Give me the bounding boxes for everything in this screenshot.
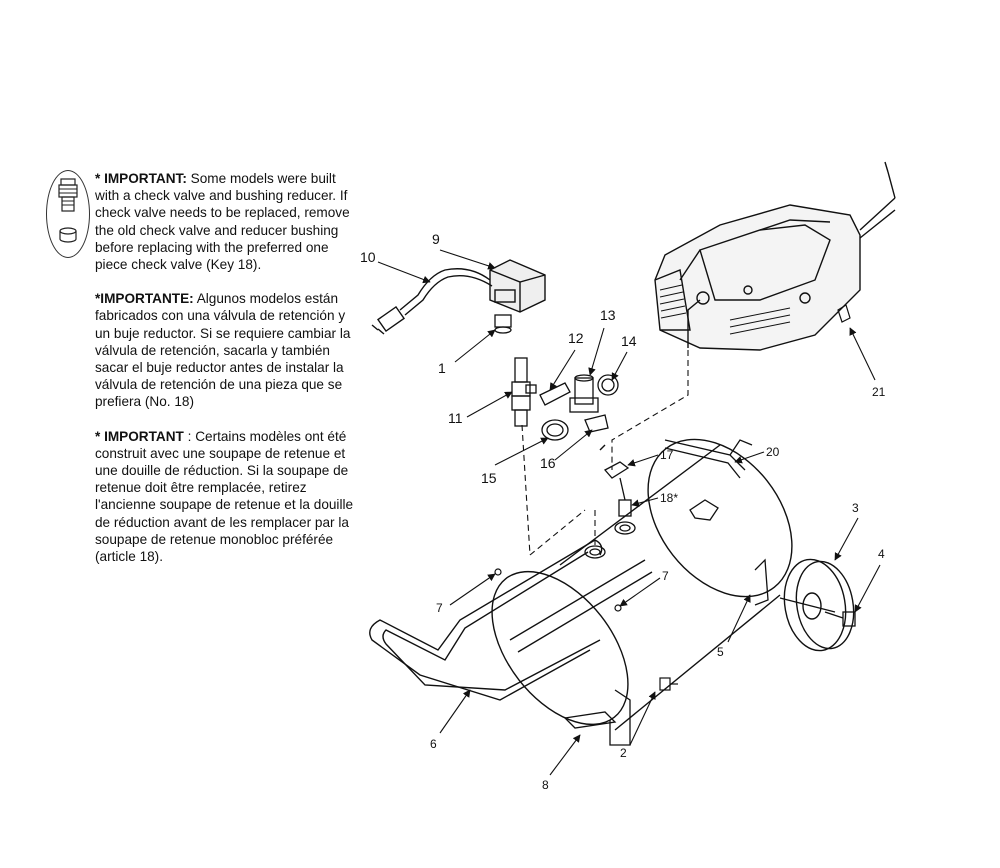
note-spanish-heading: *IMPORTANTE: xyxy=(95,291,194,307)
callout-18: 18* xyxy=(660,491,678,505)
fitting-17 xyxy=(603,461,630,501)
callout-17: 17 xyxy=(660,448,674,462)
screws-7 xyxy=(494,568,622,612)
check-valve xyxy=(584,499,719,559)
wheel xyxy=(779,558,855,652)
note-french: * IMPORTANT : Certains modèles ont été c… xyxy=(95,428,355,566)
note-english: * IMPORTANT: Some models were built with… xyxy=(95,170,355,273)
note-french-heading: * IMPORTANT xyxy=(95,428,184,444)
old-check-valve-icon xyxy=(58,178,78,243)
note-english-heading: * IMPORTANT: xyxy=(95,171,187,186)
callout-9: 9 xyxy=(432,231,440,247)
callout-7-right: 7 xyxy=(662,569,669,583)
callout-4: 4 xyxy=(878,547,885,561)
bracket-20 xyxy=(664,439,753,479)
callout-20: 20 xyxy=(766,445,780,459)
screw-21 xyxy=(837,304,851,323)
callout-11: 11 xyxy=(448,410,463,426)
callout-8: 8 xyxy=(542,778,549,792)
note-spanish: *IMPORTANTE: Algunos modelos están fabri… xyxy=(95,290,355,410)
note-english-text: Some models were built with a check valv… xyxy=(95,171,350,273)
regulator xyxy=(569,374,599,413)
callout-12: 12 xyxy=(568,330,584,346)
power-cord xyxy=(371,268,493,335)
air-tank xyxy=(491,438,793,731)
callout-10: 10 xyxy=(360,249,376,265)
inset-oval xyxy=(46,170,90,258)
callout-2: 2 xyxy=(620,746,627,760)
callout-13: 13 xyxy=(600,307,616,323)
note-spanish-text: Algunos modelos están fabricados con una… xyxy=(95,291,351,410)
callout-6: 6 xyxy=(430,737,437,751)
motor-pump-assembly xyxy=(654,161,896,351)
nipple xyxy=(539,382,571,406)
callout-1: 1 xyxy=(438,360,446,376)
gauge-15 xyxy=(541,419,569,441)
important-notes: * IMPORTANT: Some models were built with… xyxy=(95,170,355,582)
fitting-16 xyxy=(584,414,609,433)
callout-16: 16 xyxy=(540,455,556,471)
drain-valve xyxy=(659,677,678,691)
label-plate xyxy=(563,711,617,729)
relief-valve xyxy=(494,314,512,334)
pressure-switch xyxy=(489,259,546,313)
callout-7-left: 7 xyxy=(436,601,443,615)
tee-fitting xyxy=(511,357,537,427)
callout-15: 15 xyxy=(481,470,497,486)
axle-bolt xyxy=(824,611,856,627)
leader-arrows xyxy=(377,249,881,776)
callout-3: 3 xyxy=(852,501,859,515)
handle-tube xyxy=(369,539,653,701)
callout-5: 5 xyxy=(717,645,724,659)
dashed-connectors xyxy=(521,350,689,556)
note-french-text: : Certains modèles ont été construit ave… xyxy=(95,428,354,565)
callout-21: 21 xyxy=(872,385,886,399)
callout-14: 14 xyxy=(621,333,637,349)
tank-legs xyxy=(609,558,769,746)
gauge-14 xyxy=(597,374,619,396)
